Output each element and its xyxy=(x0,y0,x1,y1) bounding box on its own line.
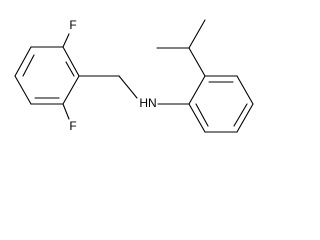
double-bond-inner xyxy=(22,54,35,77)
bond xyxy=(236,103,254,133)
bond xyxy=(188,19,206,49)
bond xyxy=(62,75,80,105)
bond-c-f-bottom xyxy=(62,103,70,120)
molecule-structure: F F HN xyxy=(14,18,254,133)
isopropylphenyl-ring xyxy=(188,75,254,133)
bond-c-f-top xyxy=(62,33,70,48)
bond xyxy=(236,75,254,105)
double-bond-inner xyxy=(233,103,248,127)
bond xyxy=(14,75,32,105)
double-bond-inner xyxy=(195,103,209,127)
fluorine-top-label: F xyxy=(69,18,76,32)
bond-ch2-n xyxy=(118,75,138,99)
fluorine-bottom-label: F xyxy=(69,119,76,133)
bond xyxy=(188,47,206,77)
bond xyxy=(62,46,80,77)
isopropyl-group xyxy=(156,19,206,77)
amine-label: HN xyxy=(139,96,156,110)
double-bond-inner xyxy=(65,61,75,77)
bond xyxy=(14,46,32,77)
bond xyxy=(188,75,206,105)
bond xyxy=(188,103,206,133)
difluorophenyl-ring xyxy=(14,46,80,105)
